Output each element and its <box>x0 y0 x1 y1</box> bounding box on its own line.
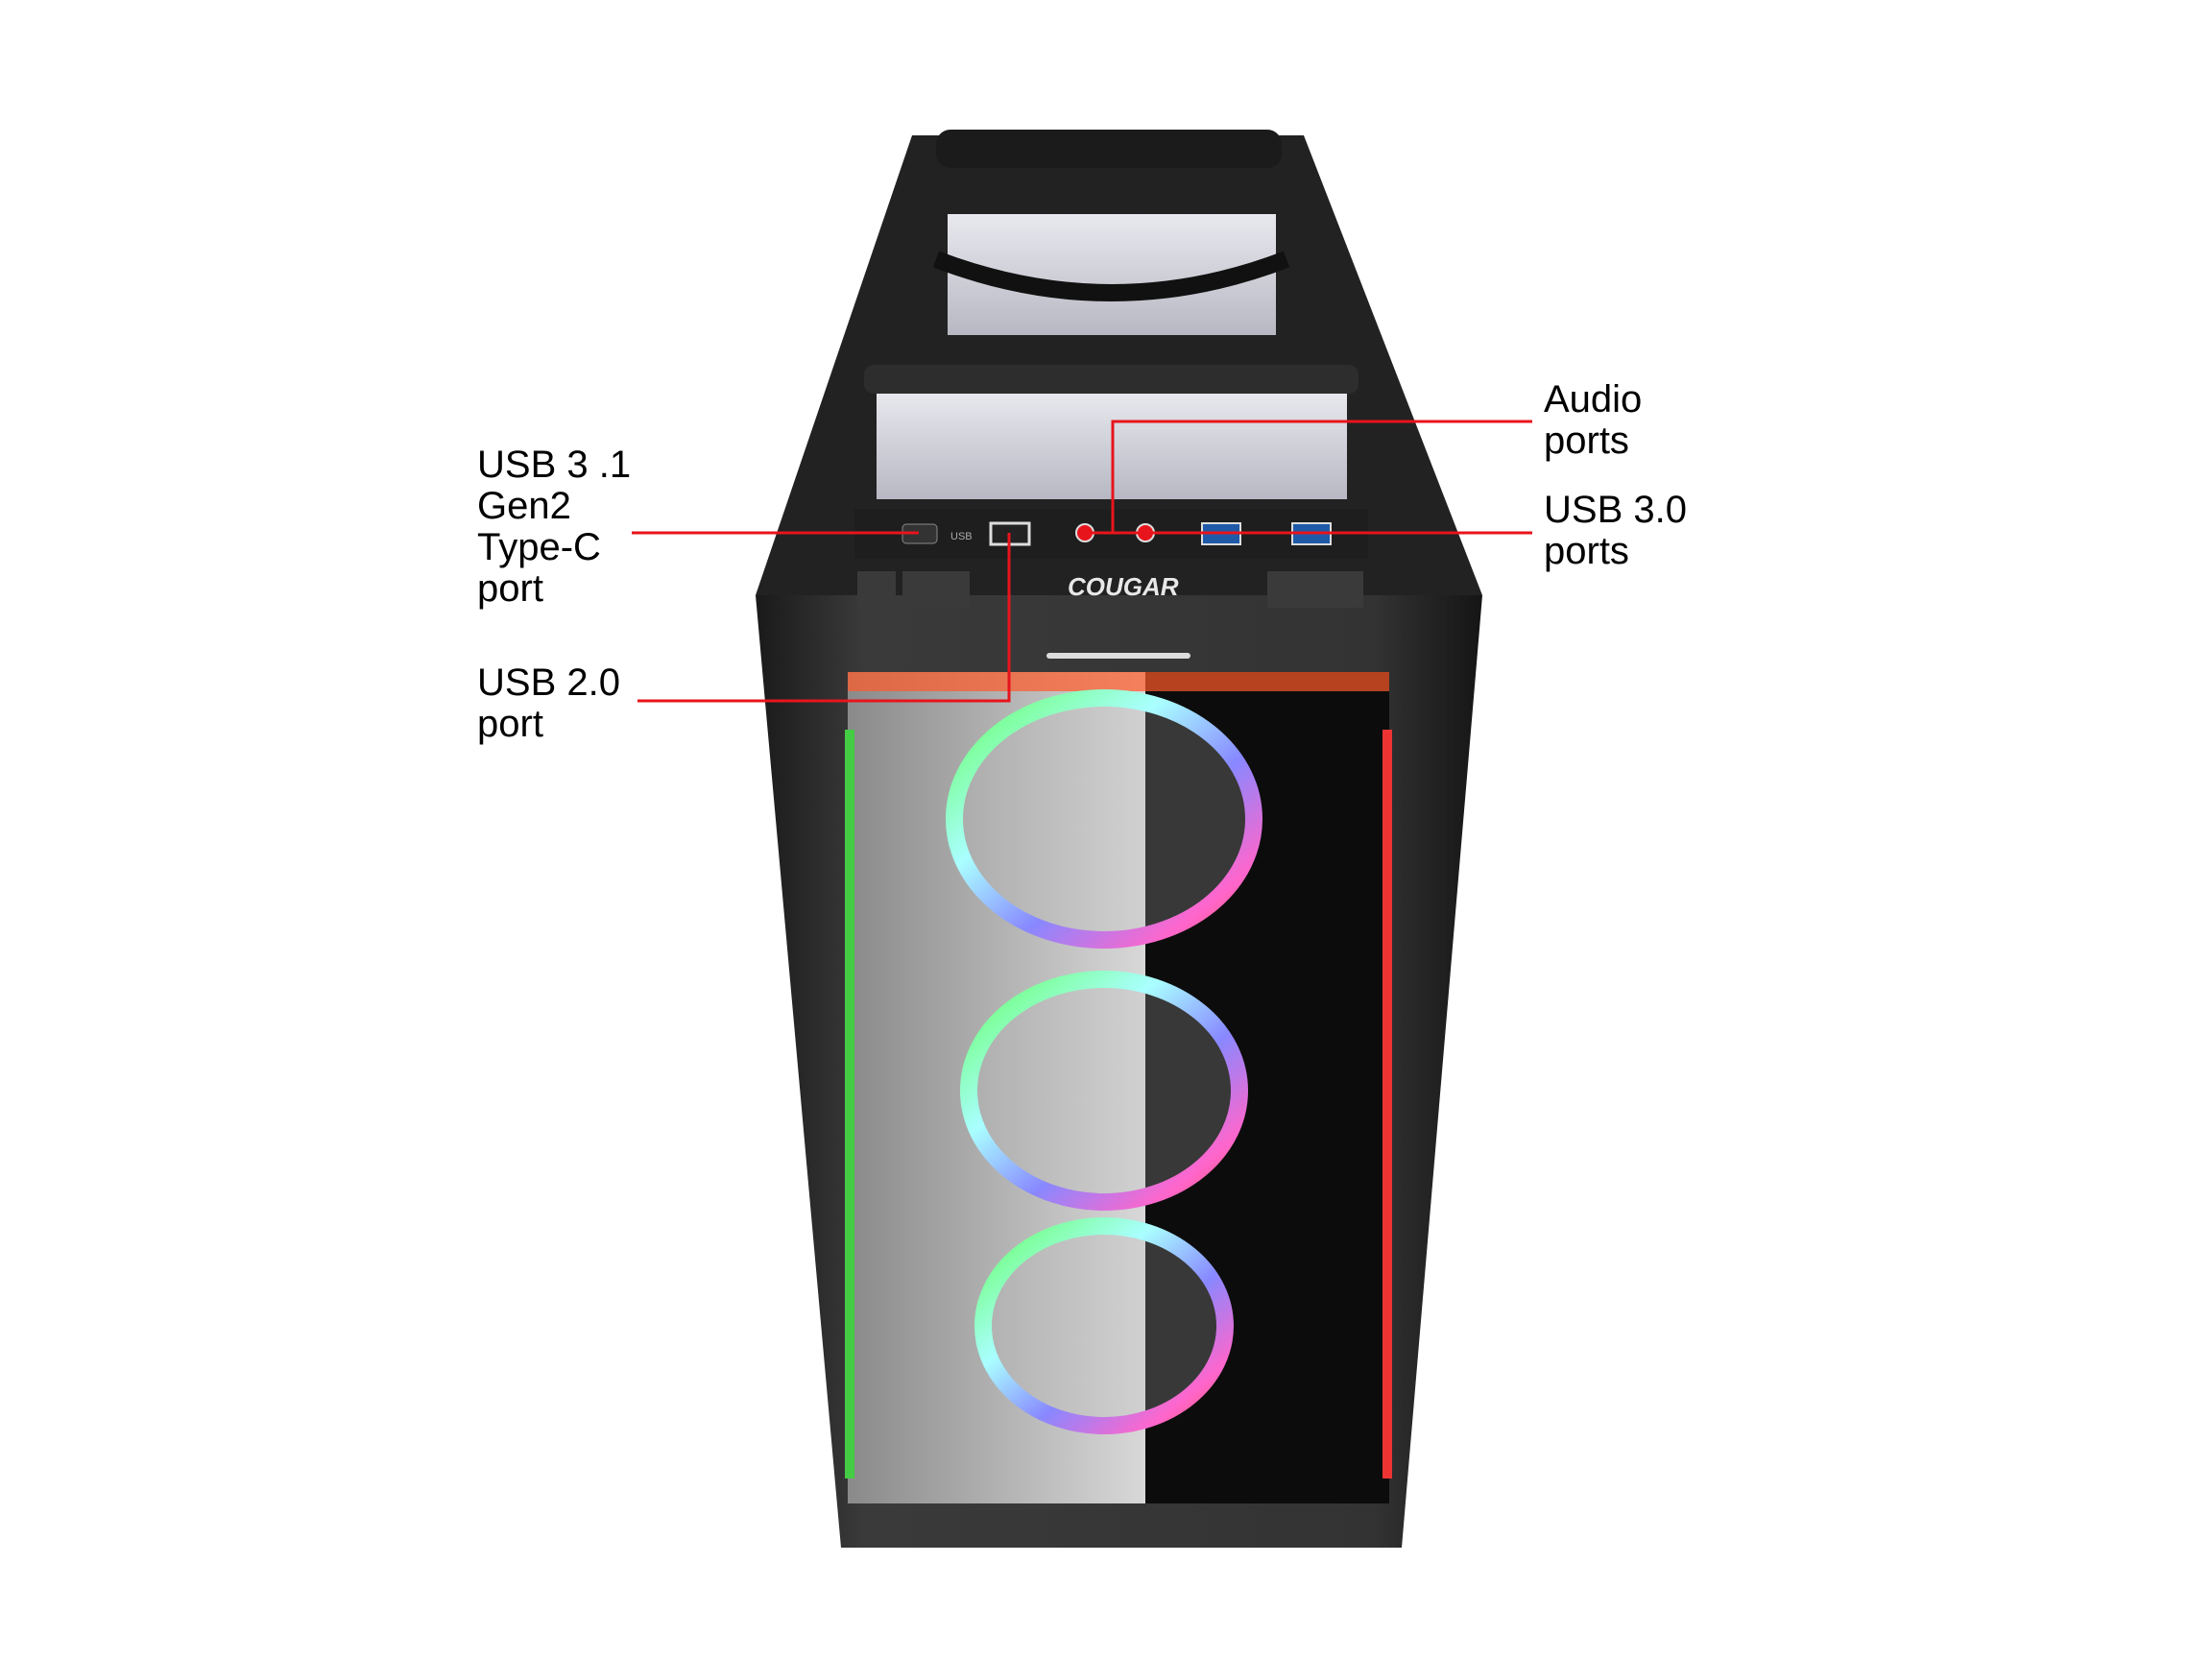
audio-label: Audio ports <box>1544 378 1643 462</box>
callout-lines <box>632 420 1532 703</box>
rgb-fan-2 <box>960 971 1248 1211</box>
usb3-label: USB 3.0 ports <box>1544 489 1687 572</box>
usb2-label: USB 2.0 port <box>477 661 620 745</box>
usb-marking: USB <box>950 531 973 542</box>
power-button <box>902 571 970 608</box>
cougar-logo: COUGAR <box>1068 572 1179 601</box>
rgb-fan-3 <box>974 1217 1234 1434</box>
type-c-label: USB 3 .1 Gen2 Type-C port <box>477 444 632 610</box>
rgb-fan-1 <box>946 689 1262 949</box>
audio-callout-line <box>1111 420 1532 533</box>
glass-panel-right <box>1145 672 1389 1503</box>
carry-handle <box>936 130 1282 168</box>
fan-control-button <box>1267 571 1363 608</box>
reset-button <box>857 571 896 608</box>
usb2-callout-line <box>637 533 1011 703</box>
